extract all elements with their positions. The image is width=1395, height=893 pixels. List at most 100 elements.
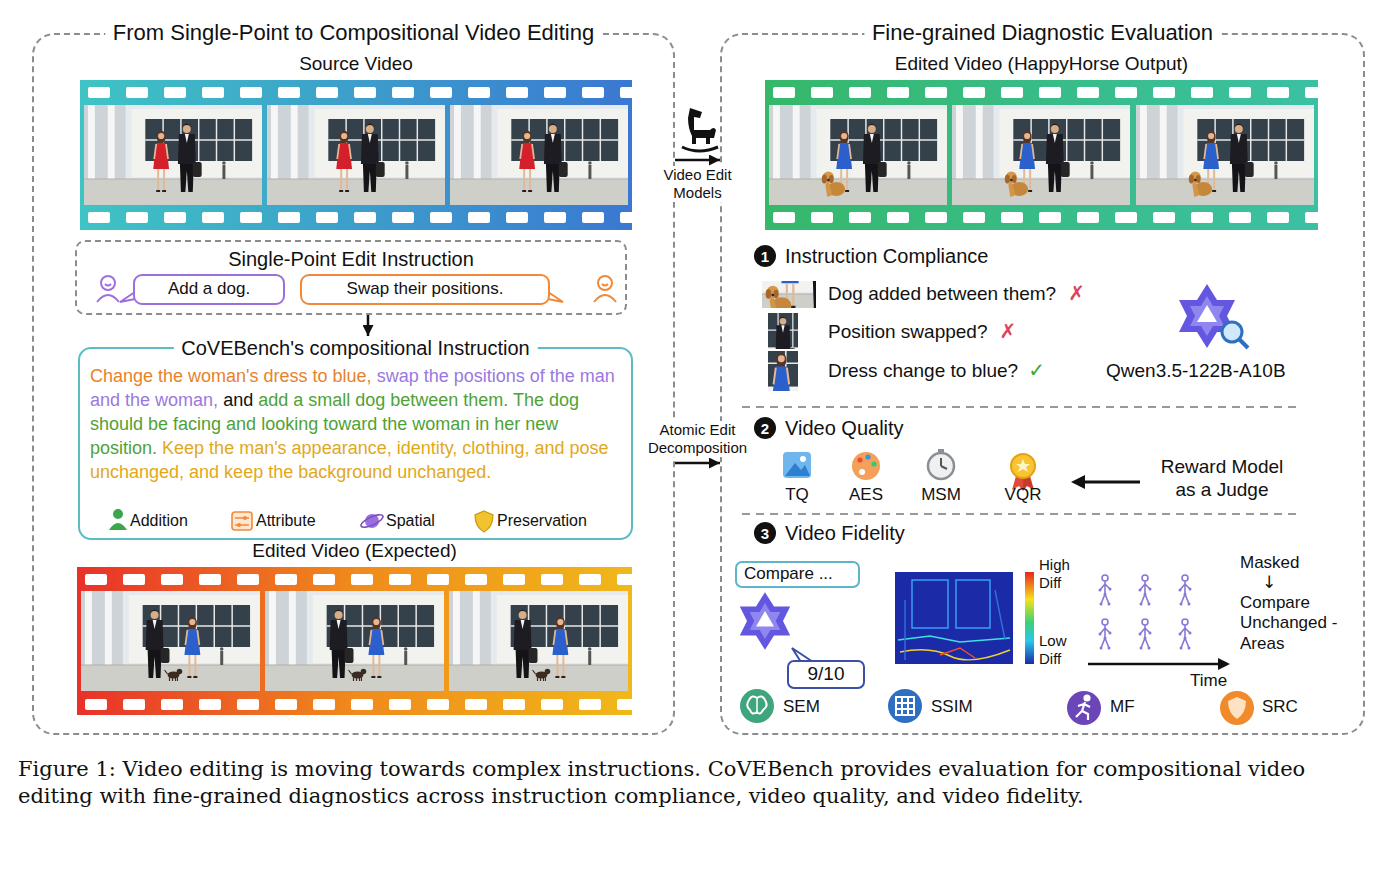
category-icon <box>243 516 247 520</box>
difference-heatmap <box>1025 572 1034 664</box>
user-icon <box>594 295 616 302</box>
metric-icon <box>901 697 903 715</box>
step-note: Masked <box>1240 553 1300 573</box>
panel-title: From Single-Point to Compositional Video… <box>105 20 602 46</box>
metric-icon <box>756 698 758 712</box>
bubble-text: Add a dog. <box>168 279 250 299</box>
speech-bubble: Add a dog. <box>133 274 285 305</box>
category-icon <box>113 509 123 519</box>
metric-icon <box>740 689 1254 725</box>
rocking-horse-icon <box>682 108 718 151</box>
metric-icon <box>888 689 922 723</box>
flow-arrow <box>367 315 370 336</box>
panel-heading: CoVEBench's compositional Instruction <box>173 336 537 360</box>
category-icon <box>109 523 127 530</box>
check-question: Position swapped? <box>828 321 988 344</box>
filmstrip-output <box>769 105 947 205</box>
section-number-circle <box>754 417 776 439</box>
difference-heatmap <box>898 580 1010 660</box>
metric-icon <box>896 697 914 715</box>
video-filmstrip: Edited Video (Expected) <box>77 567 632 715</box>
scale-label: High Diff <box>1039 556 1079 592</box>
metric-name: AES <box>841 485 891 505</box>
legend-text: Spatial <box>386 511 435 530</box>
box-heading: Single-Point Edit Instruction <box>228 247 474 271</box>
instruction-clause: and <box>223 390 253 410</box>
filmstrip-source <box>80 80 632 230</box>
thumbnail <box>697 214 903 435</box>
prompt-box: Compare ... <box>735 561 860 588</box>
pose-sequence <box>1218 658 1230 670</box>
metric-name: VQR <box>998 485 1048 505</box>
thumbnail <box>708 214 902 322</box>
video-filmstrip: Source Video <box>80 80 632 230</box>
metric-icon <box>859 469 865 475</box>
pose-sequence <box>1088 575 1230 670</box>
metric-icon <box>896 697 914 715</box>
step-note: Compare Unchanged -Areas <box>1240 593 1350 654</box>
video-filmstrip: Edited Video (HappyHorse Output) <box>765 80 1318 230</box>
bubble-tail <box>548 292 563 302</box>
metric-name: MF <box>1110 697 1135 717</box>
callout-number: 1 <box>754 249 776 264</box>
instruction-text: Change the woman's dress to blue,swap th… <box>90 364 621 484</box>
legend-text: Attribute <box>256 511 316 530</box>
section-number-circle <box>754 522 776 544</box>
dashed-separator <box>742 513 1296 515</box>
arrow-label: Video Edit Models <box>655 166 741 202</box>
score-bubble: 9/10 <box>787 660 865 689</box>
filmstrip-output <box>1136 105 1314 205</box>
difference-heatmap <box>940 648 975 658</box>
panel-title: Fine-grained Diagnostic Evaluation <box>864 20 1221 46</box>
metric-icon <box>928 453 954 479</box>
thumbnail <box>697 324 897 435</box>
user-icon <box>105 284 111 286</box>
flow-arrow <box>675 462 720 465</box>
metric-name: MSM <box>916 485 966 505</box>
qwen-logo <box>1239 339 1248 348</box>
category-icon <box>235 518 249 525</box>
pass-mark: ✓ <box>1028 358 1045 382</box>
metric-icon <box>1016 459 1030 472</box>
difference-heatmap <box>904 600 905 660</box>
user-icon <box>101 276 115 290</box>
metric-icon <box>857 457 862 462</box>
metric-icon <box>1085 696 1090 701</box>
metric-icon <box>1067 691 1101 725</box>
category-icon <box>232 512 252 530</box>
filmstrip-expected <box>77 567 632 715</box>
metric-icon <box>1228 697 1246 719</box>
filmstrip-output <box>765 80 1318 230</box>
pose-sequence <box>1099 575 1112 606</box>
category-icon <box>359 512 384 529</box>
section-title: Video Fidelity <box>785 521 905 545</box>
difference-heatmap <box>895 572 1013 664</box>
bubble-text: Swap their positions. <box>347 279 504 299</box>
filmstrip-output <box>765 80 1318 230</box>
instruction-clause: Change the woman's dress to blue, <box>90 366 372 386</box>
metric-name: SEM <box>783 697 820 717</box>
user-icon <box>97 295 119 302</box>
scale-label: Low Diff <box>1039 632 1079 668</box>
filmstrip-source <box>80 80 632 230</box>
user-icon <box>97 276 119 302</box>
user-icon <box>598 276 612 290</box>
arrow-label: Atomic Edit Decomposition <box>643 421 753 457</box>
section-number-circle <box>754 245 776 544</box>
metric-name: TQ <box>777 485 817 505</box>
filmstrip-expected <box>77 567 632 715</box>
metric-icon <box>1076 696 1090 721</box>
difference-heatmap <box>912 580 948 628</box>
thumbnail <box>697 324 897 435</box>
prompt-text: Compare ... <box>744 564 833 584</box>
rocking-horse-icon <box>682 147 718 151</box>
rocking-horse-icon <box>688 108 716 144</box>
dashed-panel: Source VideoAdd a dog. Swap their positio… <box>32 33 675 735</box>
metric-icon <box>896 702 914 704</box>
judge-arrow <box>1071 475 1140 489</box>
metric-icon <box>1011 454 1035 478</box>
difference-heatmap <box>898 636 1010 642</box>
check-question: Dress change to blue? <box>828 360 1018 383</box>
difference-heatmap <box>900 650 1010 660</box>
pose-sequence <box>1179 575 1192 606</box>
